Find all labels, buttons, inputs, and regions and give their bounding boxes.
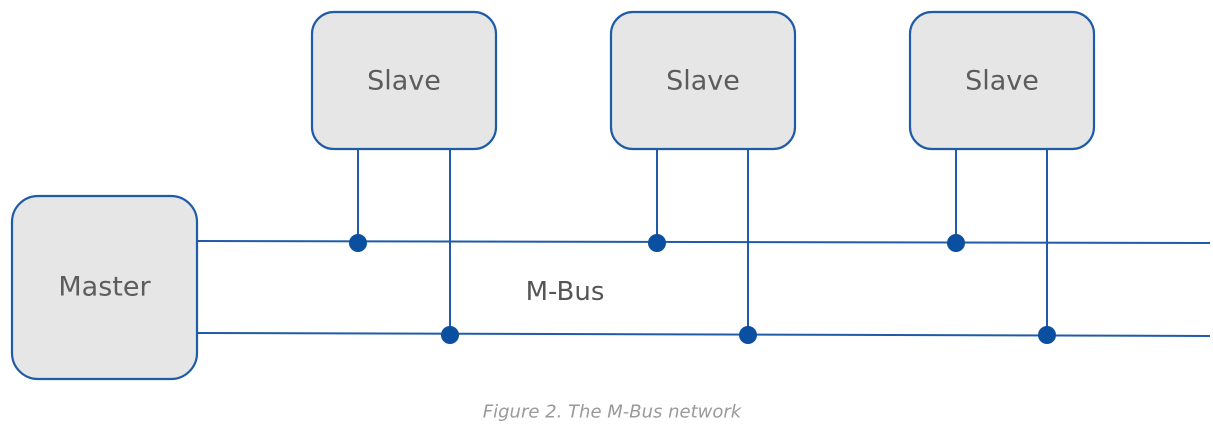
slave-node-1: Slave	[310, 10, 498, 151]
slave-3-label: Slave	[965, 66, 1039, 97]
junction-slave-3-upper	[947, 234, 965, 252]
slave-1-box	[310, 10, 498, 151]
junction-slave-2-upper	[648, 234, 666, 252]
junction-slave-1-lower	[441, 326, 459, 344]
master-label: Master	[58, 272, 151, 303]
junction-slave-1-upper	[349, 234, 367, 252]
master-box	[10, 194, 199, 381]
slave-node-2: Slave	[609, 10, 797, 151]
junction-slave-2-lower	[739, 326, 757, 344]
slave-1-label: Slave	[367, 66, 441, 97]
slave-3-box	[908, 10, 1096, 151]
figure-caption: Figure 2. The M-Bus network	[483, 402, 743, 423]
bus-label: M-Bus	[526, 277, 605, 307]
junction-slave-3-lower	[1038, 326, 1056, 344]
bus-line-lower	[197, 332, 1211, 337]
master-node: Master	[10, 194, 199, 381]
slave-node-3: Slave	[908, 10, 1096, 151]
slave-2-box	[609, 10, 797, 151]
slave-2-label: Slave	[666, 66, 740, 97]
